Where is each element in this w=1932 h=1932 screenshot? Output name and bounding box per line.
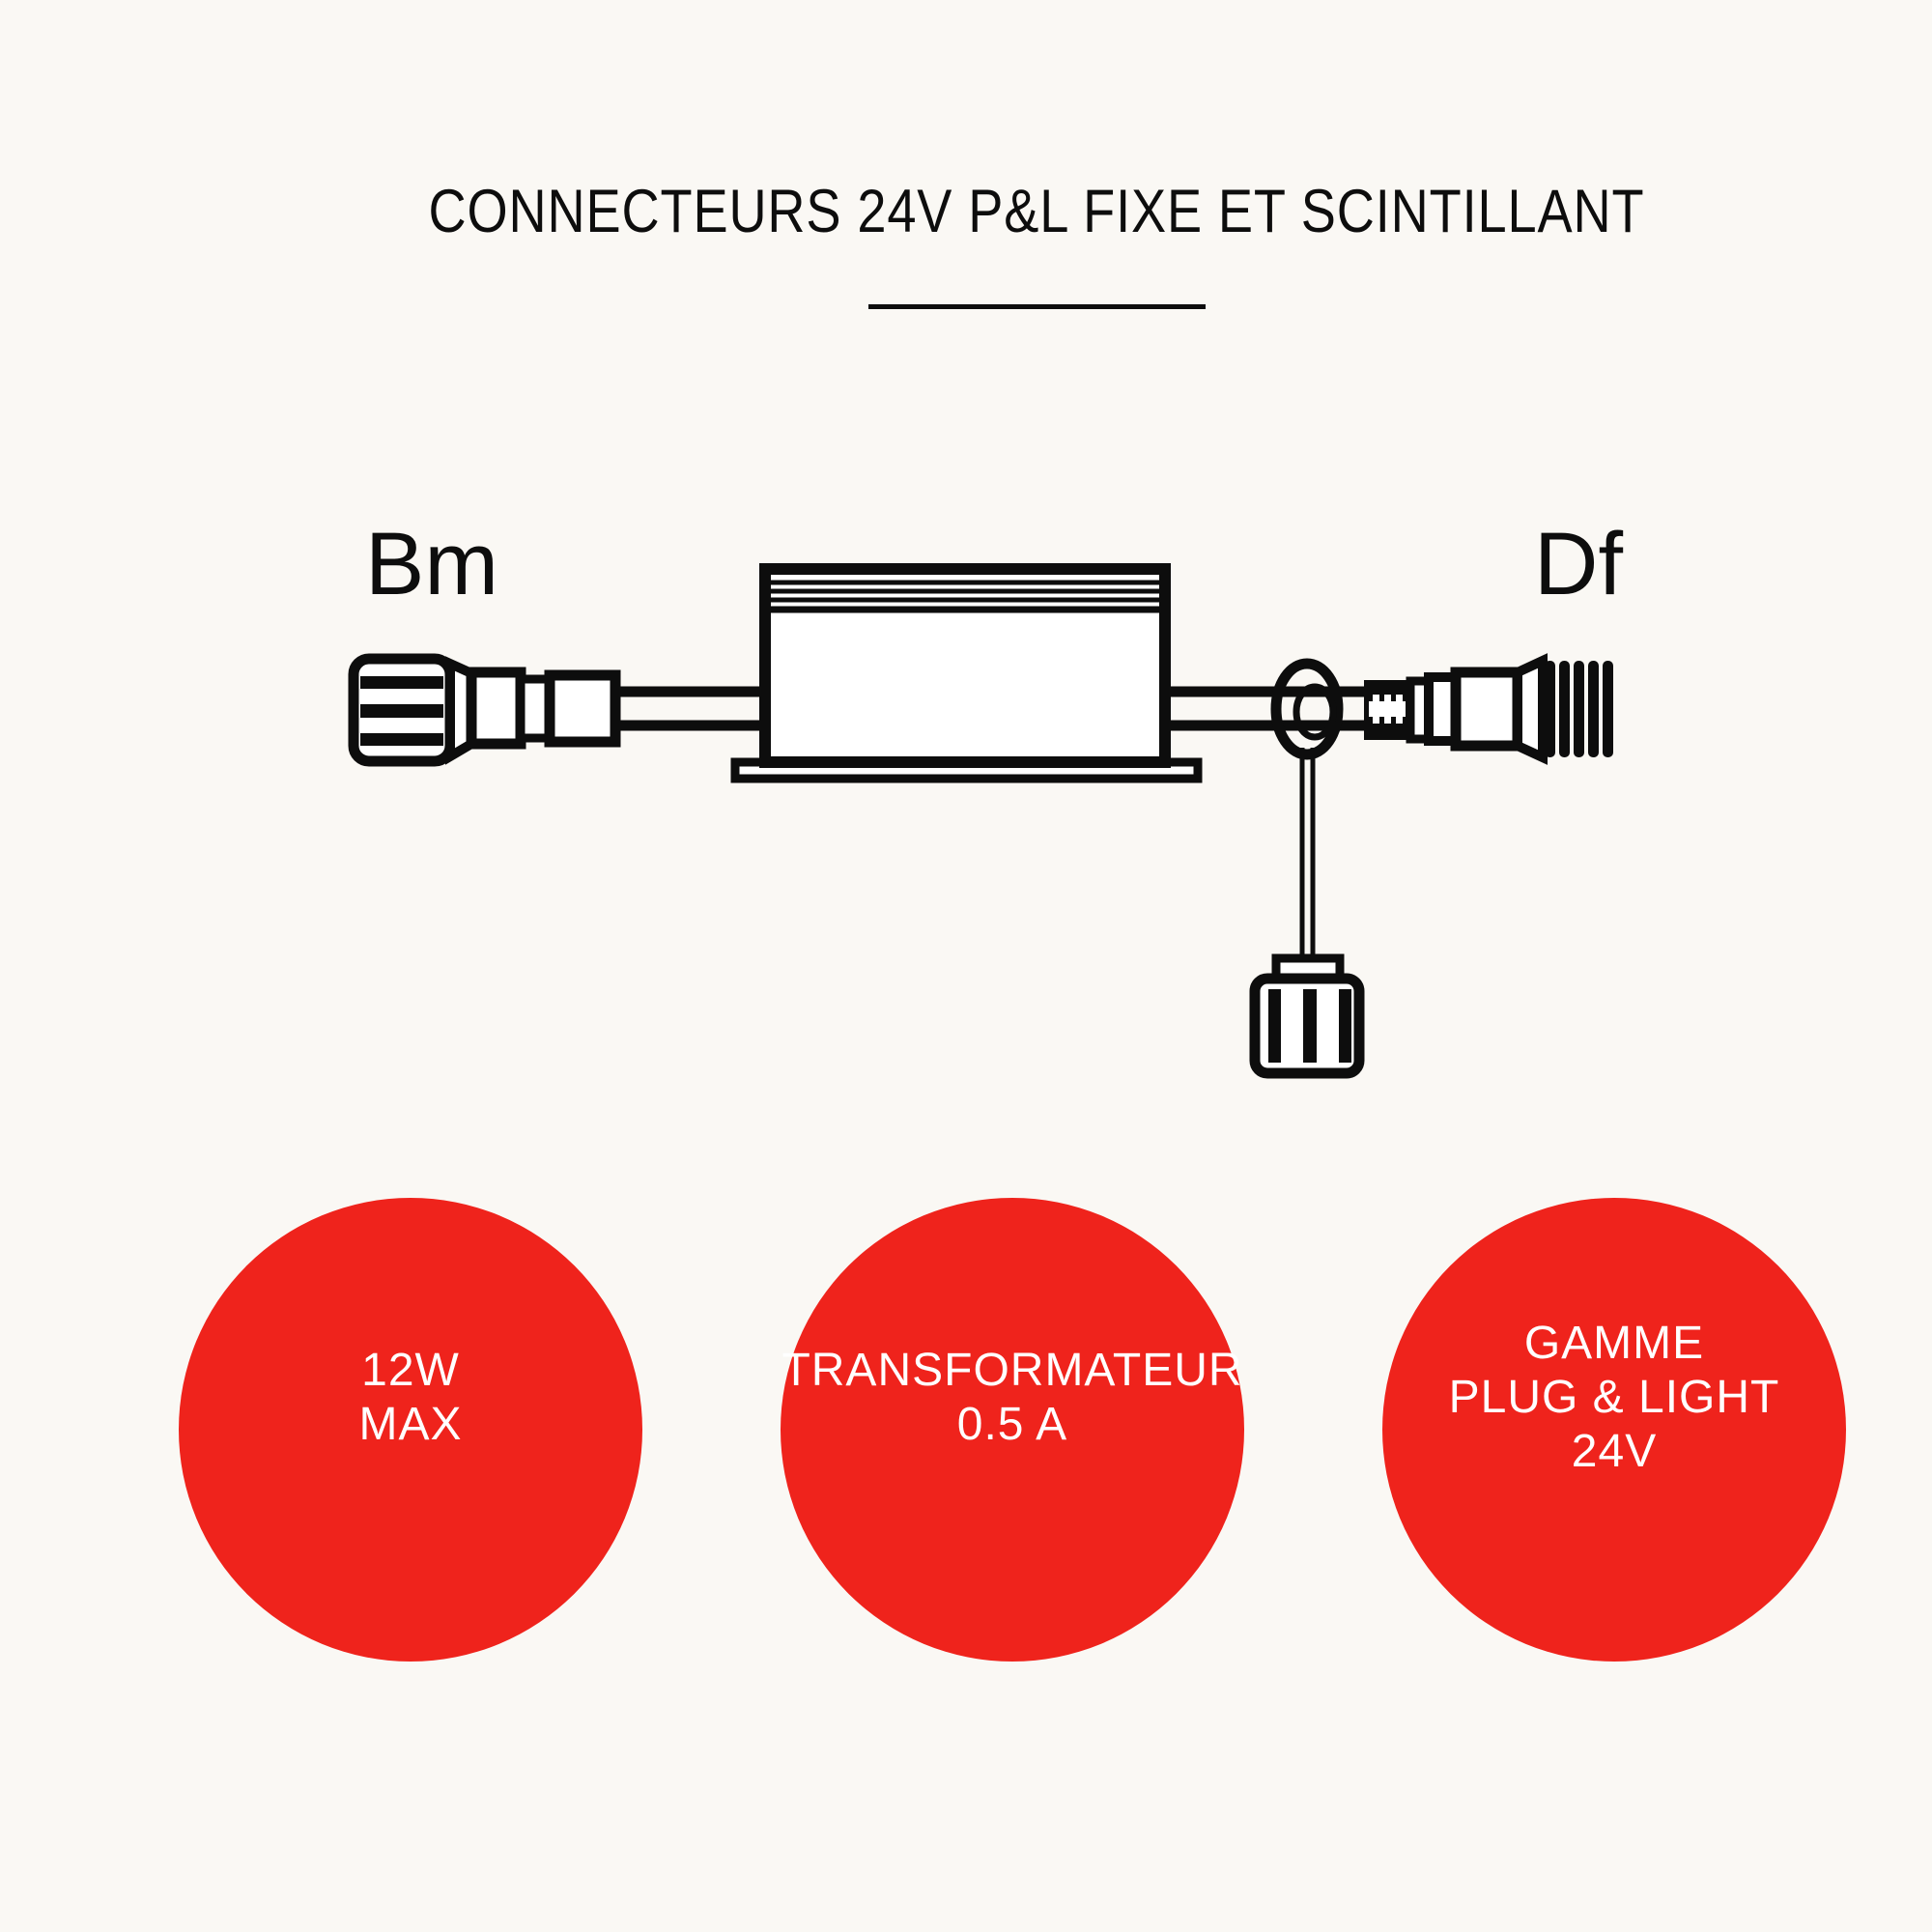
hanging-ring — [1270, 658, 1344, 760]
lanyard-cord — [1299, 748, 1316, 961]
badge-max-power: 12W MAX — [179, 1198, 642, 1662]
transformer-box — [730, 563, 1203, 783]
connector-diagram — [348, 563, 1613, 1079]
badge-range-text: GAMME PLUG & LIGHT 24V — [1449, 1317, 1780, 1479]
badge-line: MAX — [358, 1399, 463, 1450]
badge-line: 12W — [361, 1345, 460, 1396]
badge-transformer: TRANSFORMATEUR 0.5 A — [781, 1198, 1244, 1662]
badge-line: 0.5 A — [956, 1399, 1068, 1450]
badge-transformer-text: TRANSFORMATEUR 0.5 A — [781, 1344, 1242, 1452]
badge-line: TRANSFORMATEUR — [781, 1345, 1243, 1396]
left-connector-label: Bm — [365, 515, 498, 613]
female-connector — [348, 653, 621, 767]
badge-line: 24V — [1571, 1426, 1658, 1477]
badge-range: GAMME PLUG & LIGHT 24V — [1382, 1198, 1846, 1662]
page-title: CONNECTEURS 24V P&L FIXE ET SCINTILLANT — [428, 178, 1645, 245]
cable-left — [615, 686, 773, 731]
male-threaded-connector — [1364, 653, 1613, 765]
badge-max-power-text: 12W MAX — [358, 1344, 462, 1452]
title-underline — [868, 304, 1206, 309]
badge-line: PLUG & LIGHT — [1448, 1372, 1780, 1423]
right-connector-label: Df — [1534, 515, 1623, 613]
badge-line: GAMME — [1523, 1318, 1705, 1369]
protective-cap — [1249, 953, 1365, 1079]
